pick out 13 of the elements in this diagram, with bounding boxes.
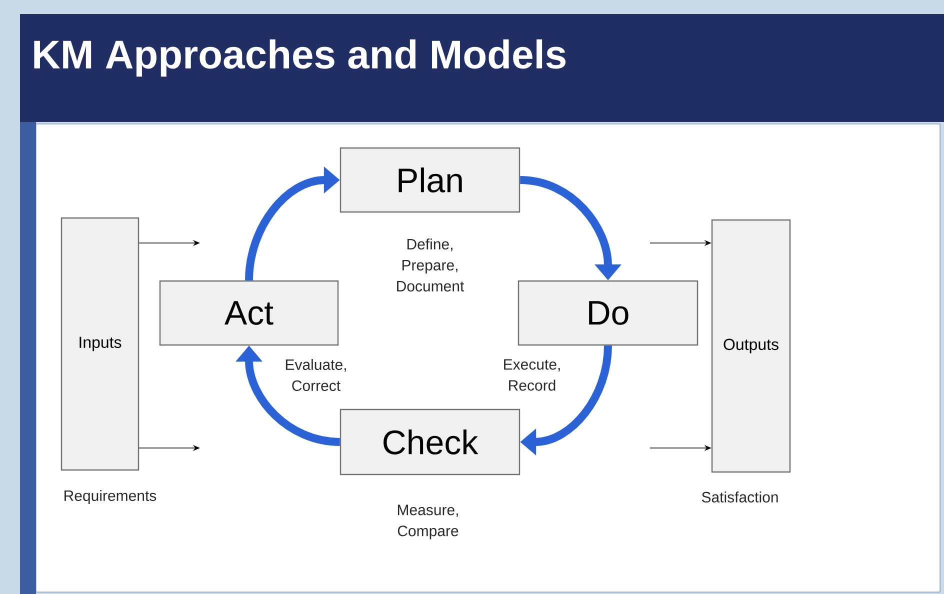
step-box: Plan [340, 147, 520, 213]
step-box: Do [518, 280, 698, 346]
step-box: Act [159, 280, 339, 346]
step-caption: Measure, Compare [398, 504, 458, 540]
step-caption: Define, Prepare, Document [397, 238, 464, 292]
title-bar: KM Approaches and Models [20, 14, 944, 122]
step-caption: Satisfaction [702, 492, 778, 502]
step-caption: Execute, Record [504, 359, 560, 391]
step-caption: Requirements [64, 490, 156, 504]
stage-box: Outputs [711, 219, 791, 473]
stage-box: Inputs [60, 217, 140, 471]
step-box: Check [340, 408, 520, 476]
step-caption: Evaluate, Correct [286, 359, 346, 391]
